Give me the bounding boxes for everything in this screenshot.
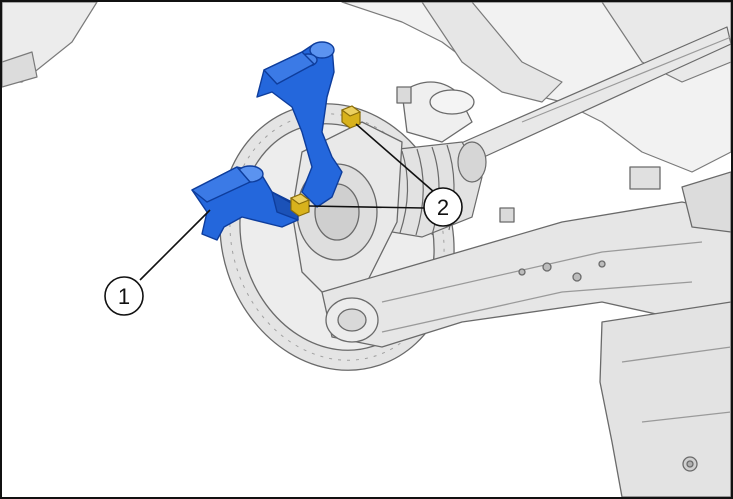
caliper-bracket <box>191 41 343 241</box>
leader-lines <box>139 123 435 281</box>
fastener-upper <box>340 105 362 129</box>
fastener-lower <box>289 193 311 217</box>
chassis-background <box>2 2 731 173</box>
subframe <box>599 301 731 497</box>
callout-2: 2 <box>423 187 463 227</box>
leader-line-1 <box>139 209 211 281</box>
leader-line-2a <box>355 123 435 193</box>
leader-line-2b <box>308 205 425 209</box>
callout-1-label: 1 <box>118 284 130 309</box>
callout-1: 1 <box>104 276 144 316</box>
callout-2-label: 2 <box>437 195 449 220</box>
